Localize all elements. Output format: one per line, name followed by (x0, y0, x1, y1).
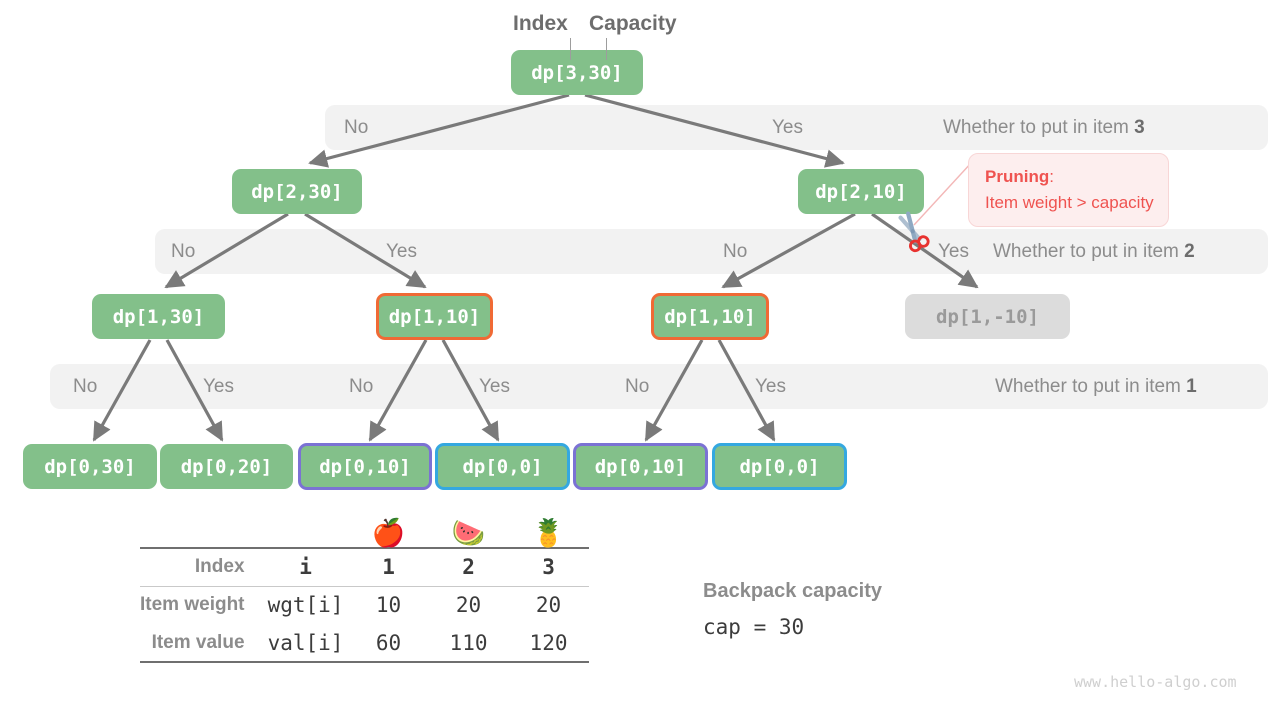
node-dp-1-10-a[interactable]: dp[1,10] (376, 293, 493, 340)
backpack-capacity-code: cap = 30 (703, 615, 805, 639)
index-header-label: Index (513, 12, 568, 35)
table-row-value: Item value val[i] 60 110 120 (140, 624, 589, 663)
leaf-dp-0-0-a[interactable]: dp[0,0] (435, 443, 570, 490)
node-dp-2-30[interactable]: dp[2,30] (232, 169, 362, 214)
weight-value-1: 10 (348, 585, 429, 624)
backpack-capacity-title: Backpack capacity (703, 580, 883, 602)
choice-item2-no-right: No (723, 241, 748, 262)
choice-item1-no-3: No (625, 376, 650, 397)
leaf-dp-0-30[interactable]: dp[0,30] (23, 444, 157, 489)
pruning-callout: Pruning: Item weight > capacity (968, 153, 1169, 227)
items-table: 🍎 🍉 🍍 Index i 1 2 3 Item weight wgt[i] 1… (140, 520, 589, 663)
band-question-item2-text: Whether to put in item (993, 241, 1185, 262)
node-dp-1-10-b[interactable]: dp[1,10] (651, 293, 769, 340)
table-row-weight: Item weight wgt[i] 10 20 20 (140, 585, 589, 624)
node-dp-1-neg10-pruned: dp[1,-10] (905, 294, 1070, 339)
node-dp-2-10[interactable]: dp[2,10] (798, 169, 924, 214)
choice-item1-yes-1: Yes (203, 376, 234, 397)
choice-item2-no-left: No (171, 241, 196, 262)
emoji-row-label (140, 520, 263, 548)
band-question-item1-text: Whether to put in item (995, 376, 1187, 397)
band-question-item1: Whether to put in item 1 (995, 377, 1197, 396)
choice-item1-no-2: No (349, 376, 374, 397)
index-value-3: 3 (508, 547, 589, 586)
band-question-item3-text: Whether to put in item (943, 117, 1135, 138)
choice-item3-no: No (344, 117, 369, 138)
items-table-grid: 🍎 🍉 🍍 Index i 1 2 3 Item weight wgt[i] 1… (140, 520, 589, 663)
row-key-weight: wgt[i] (262, 585, 349, 624)
leaf-dp-0-0-b[interactable]: dp[0,0] (712, 443, 847, 490)
item-emoji-watermelon: 🍉 (451, 518, 486, 548)
choice-item1-yes-2: Yes (479, 376, 510, 397)
band-question-item1-num: 1 (1186, 376, 1197, 397)
node-dp-3-30[interactable]: dp[3,30] (511, 50, 643, 95)
pruning-title: Pruning (985, 167, 1050, 186)
node-dp-1-30[interactable]: dp[1,30] (92, 294, 225, 339)
scissors-icon (898, 211, 930, 253)
choice-item1-no-1: No (73, 376, 98, 397)
band-question-item2: Whether to put in item 2 (993, 242, 1195, 261)
row-label-index: Index (140, 547, 263, 586)
choice-item2-yes-left: Yes (386, 241, 417, 262)
pruning-title-row: Pruning: (985, 164, 1154, 190)
weight-value-2: 20 (428, 585, 509, 624)
emoji-row-key (263, 520, 349, 548)
leaf-dp-0-10-a[interactable]: dp[0,10] (298, 443, 432, 490)
value-value-2: 110 (428, 624, 509, 663)
index-value-1: 1 (348, 547, 429, 586)
band-question-item3: Whether to put in item 3 (943, 118, 1145, 137)
table-row-emoji: 🍎 🍉 🍍 (140, 520, 589, 548)
row-label-value: Item value (140, 624, 263, 663)
index-value-2: 2 (428, 547, 509, 586)
pruning-reason: Item weight > capacity (985, 192, 1154, 212)
capacity-leader-line (606, 38, 607, 60)
band-question-item2-num: 2 (1184, 241, 1195, 262)
row-key-index: i (262, 547, 349, 586)
pruning-colon: : (1049, 167, 1054, 186)
item-emoji-apple: 🍎 (371, 518, 406, 548)
choice-item1-yes-3: Yes (755, 376, 786, 397)
leaf-dp-0-20[interactable]: dp[0,20] (160, 444, 293, 489)
choice-item3-yes: Yes (772, 117, 803, 138)
index-leader-line (570, 38, 571, 60)
item-emoji-pineapple: 🍍 (531, 518, 566, 548)
row-key-value: val[i] (262, 624, 349, 663)
capacity-header-label: Capacity (589, 12, 677, 35)
weight-value-3: 20 (508, 585, 589, 624)
row-label-weight: Item weight (140, 585, 263, 624)
leaf-dp-0-10-b[interactable]: dp[0,10] (573, 443, 708, 490)
watermark: www.hello-algo.com (1074, 673, 1237, 691)
table-row-index: Index i 1 2 3 (140, 547, 589, 586)
value-value-1: 60 (348, 624, 429, 663)
value-value-3: 120 (508, 624, 589, 663)
band-question-item3-num: 3 (1134, 117, 1145, 138)
